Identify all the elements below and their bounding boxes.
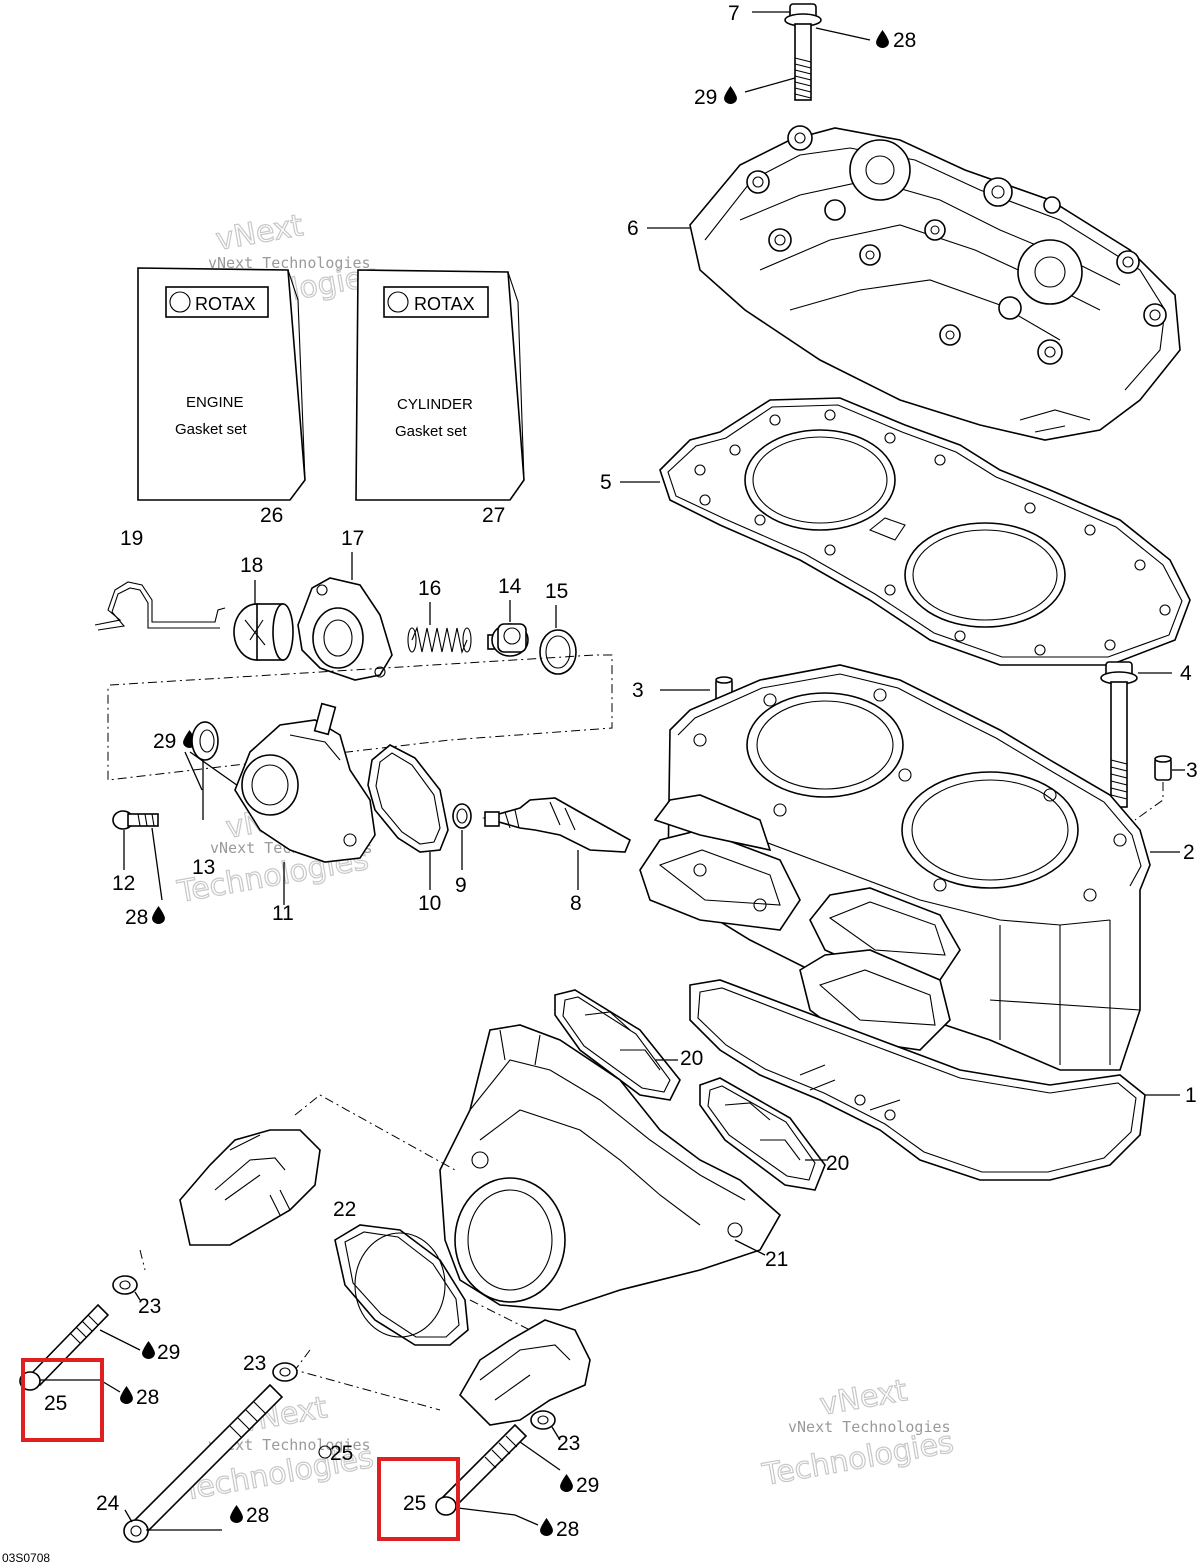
label-part-23-middle: 23	[243, 1352, 266, 1375]
label-part-24: 24	[96, 1492, 120, 1515]
label-part-20-lower: 20	[826, 1152, 849, 1175]
label-part-1: 1	[1185, 1084, 1197, 1107]
part-19-spring-clip	[94, 581, 226, 631]
part-6-cylinder-head	[689, 125, 1181, 441]
watermark-text: vNext Technologies	[788, 1418, 951, 1436]
label-part-7: 7	[728, 2, 740, 25]
part-23-washer-right	[530, 1410, 556, 1430]
label-part-5: 5	[600, 471, 612, 494]
part-1-base-gasket	[689, 979, 1146, 1181]
label-part-26: 26	[260, 504, 283, 527]
label-part-8: 8	[570, 892, 582, 915]
label-part-21: 21	[765, 1248, 788, 1271]
label-part-10: 10	[418, 892, 441, 915]
image-code: 03S0708	[2, 1551, 50, 1565]
label-part-29-left: 29	[157, 1341, 180, 1364]
part-20-gasket-lower	[699, 1077, 826, 1191]
part-14-thermostat	[487, 623, 529, 657]
package-cylinder-gasket-set: ROTAX CYLINDER Gasket set	[355, 269, 525, 501]
label-part-29-right: 29	[576, 1474, 599, 1497]
part-16-spring	[407, 626, 472, 654]
part-23-washer-left	[112, 1275, 138, 1295]
label-part-28-housing: 28	[125, 906, 148, 929]
label-part-18: 18	[240, 554, 263, 577]
package-title: CYLINDER	[397, 396, 473, 413]
label-part-23-right: 23	[557, 1432, 580, 1455]
label-part-27: 27	[482, 504, 505, 527]
label-part-9: 9	[455, 874, 467, 897]
label-part-19: 19	[120, 527, 143, 550]
oil-drop-icon	[876, 30, 889, 48]
part-2-cylinder-block	[639, 664, 1151, 1071]
label-part-28-left: 28	[136, 1386, 159, 1409]
oil-drop-icon	[120, 1386, 133, 1404]
label-part-3-left: 3	[632, 679, 644, 702]
watermark-outline-1: vNext	[817, 1373, 910, 1423]
part-21-exhaust-manifold	[439, 1024, 782, 1311]
label-part-28-bottom-left: 28	[246, 1504, 269, 1527]
part-20-gasket-upper	[554, 989, 681, 1101]
package-subtitle: Gasket set	[175, 421, 248, 438]
part-23-washer-middle	[272, 1362, 298, 1382]
label-part-16: 16	[418, 577, 441, 600]
label-part-4: 4	[1180, 662, 1192, 685]
label-part-14: 14	[498, 575, 522, 598]
part-7-bolt	[784, 3, 822, 101]
part-22-gasket	[334, 1224, 469, 1346]
label-part-28-bottom-right: 28	[556, 1518, 579, 1541]
part-25-bolt-right	[435, 1423, 528, 1516]
label-part-28-top: 28	[893, 29, 916, 52]
oil-drop-icon	[152, 906, 165, 924]
package-brand: ROTAX	[195, 294, 256, 314]
bracket-left	[179, 1129, 321, 1246]
highlight-box-left[interactable]	[21, 1358, 104, 1442]
watermark-6: vNext Technologies vNext Technologies	[759, 1373, 957, 1494]
part-12-screw	[112, 810, 159, 830]
package-title: ENGINE	[186, 394, 244, 411]
label-part-20-upper: 20	[680, 1047, 703, 1070]
label-part-29-top: 29	[694, 86, 717, 109]
oil-drop-icon	[724, 86, 737, 104]
part-11-housing	[234, 702, 376, 863]
label-part-11: 11	[272, 902, 294, 925]
part-3-dowel-pin-right	[1134, 755, 1172, 821]
label-part-3-right: 3	[1186, 759, 1198, 782]
label-part-12: 12	[112, 872, 135, 895]
part-10-gasket	[367, 744, 449, 853]
bracket-right	[459, 1319, 591, 1426]
part-24-bolt	[123, 1383, 284, 1543]
label-part-29-housing: 29	[153, 730, 176, 753]
label-part-15: 15	[545, 580, 568, 603]
oil-drop-icon	[560, 1474, 573, 1492]
label-part-13: 13	[192, 856, 215, 879]
watermark-text: vNext Technologies	[208, 254, 371, 272]
part-13-seal	[191, 721, 219, 761]
label-part-22: 22	[333, 1198, 356, 1221]
oil-drop-icon	[230, 1505, 243, 1523]
oil-drop-icon	[142, 1341, 155, 1359]
label-part-25-right: 25	[403, 1492, 426, 1515]
part-17-cover	[297, 577, 393, 681]
label-part-17: 17	[341, 527, 364, 550]
package-engine-gasket-set: ROTAX ENGINE Gasket set	[137, 267, 306, 501]
part-15-o-ring	[539, 629, 577, 675]
part-9-o-ring	[452, 803, 472, 829]
highlight-box-right[interactable]	[377, 1457, 460, 1541]
part-18-plug	[233, 603, 294, 661]
part-8-fitting	[482, 797, 632, 853]
label-part-2: 2	[1183, 841, 1195, 864]
watermark-outline-1: vNext	[213, 208, 306, 258]
part-4-bolt	[1100, 661, 1138, 808]
part-25-bolt-left	[19, 1303, 110, 1391]
package-brand: ROTAX	[414, 294, 475, 314]
part-5-head-gasket	[659, 397, 1191, 666]
label-part-6: 6	[627, 217, 639, 240]
label-part-23-left: 23	[138, 1295, 161, 1318]
label-part-25-left: 25	[44, 1392, 67, 1415]
package-subtitle: Gasket set	[395, 423, 468, 440]
label-part-25-middle: 25	[330, 1442, 353, 1465]
oil-drop-icon	[540, 1518, 553, 1536]
